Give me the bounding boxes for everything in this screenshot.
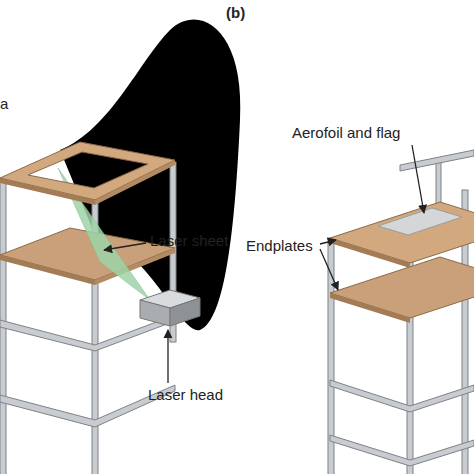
leader-lines (104, 145, 424, 383)
part-label: Laser sheet (150, 232, 228, 250)
part-label: Laser head (148, 386, 223, 404)
part-label: Endplates (246, 237, 313, 255)
tunnel-nozzle (60, 20, 240, 331)
lower-plate (0, 228, 175, 285)
left-frame (0, 162, 176, 474)
laser-head (140, 290, 200, 326)
upper-endplate (330, 202, 474, 268)
part-label: a (0, 95, 8, 113)
part-label: (b) (226, 4, 245, 22)
upper-plate (0, 142, 175, 205)
part-label: Aerofoil and flag (292, 124, 400, 142)
aerofoil-flag (378, 208, 462, 235)
lower-endplate (330, 257, 474, 323)
